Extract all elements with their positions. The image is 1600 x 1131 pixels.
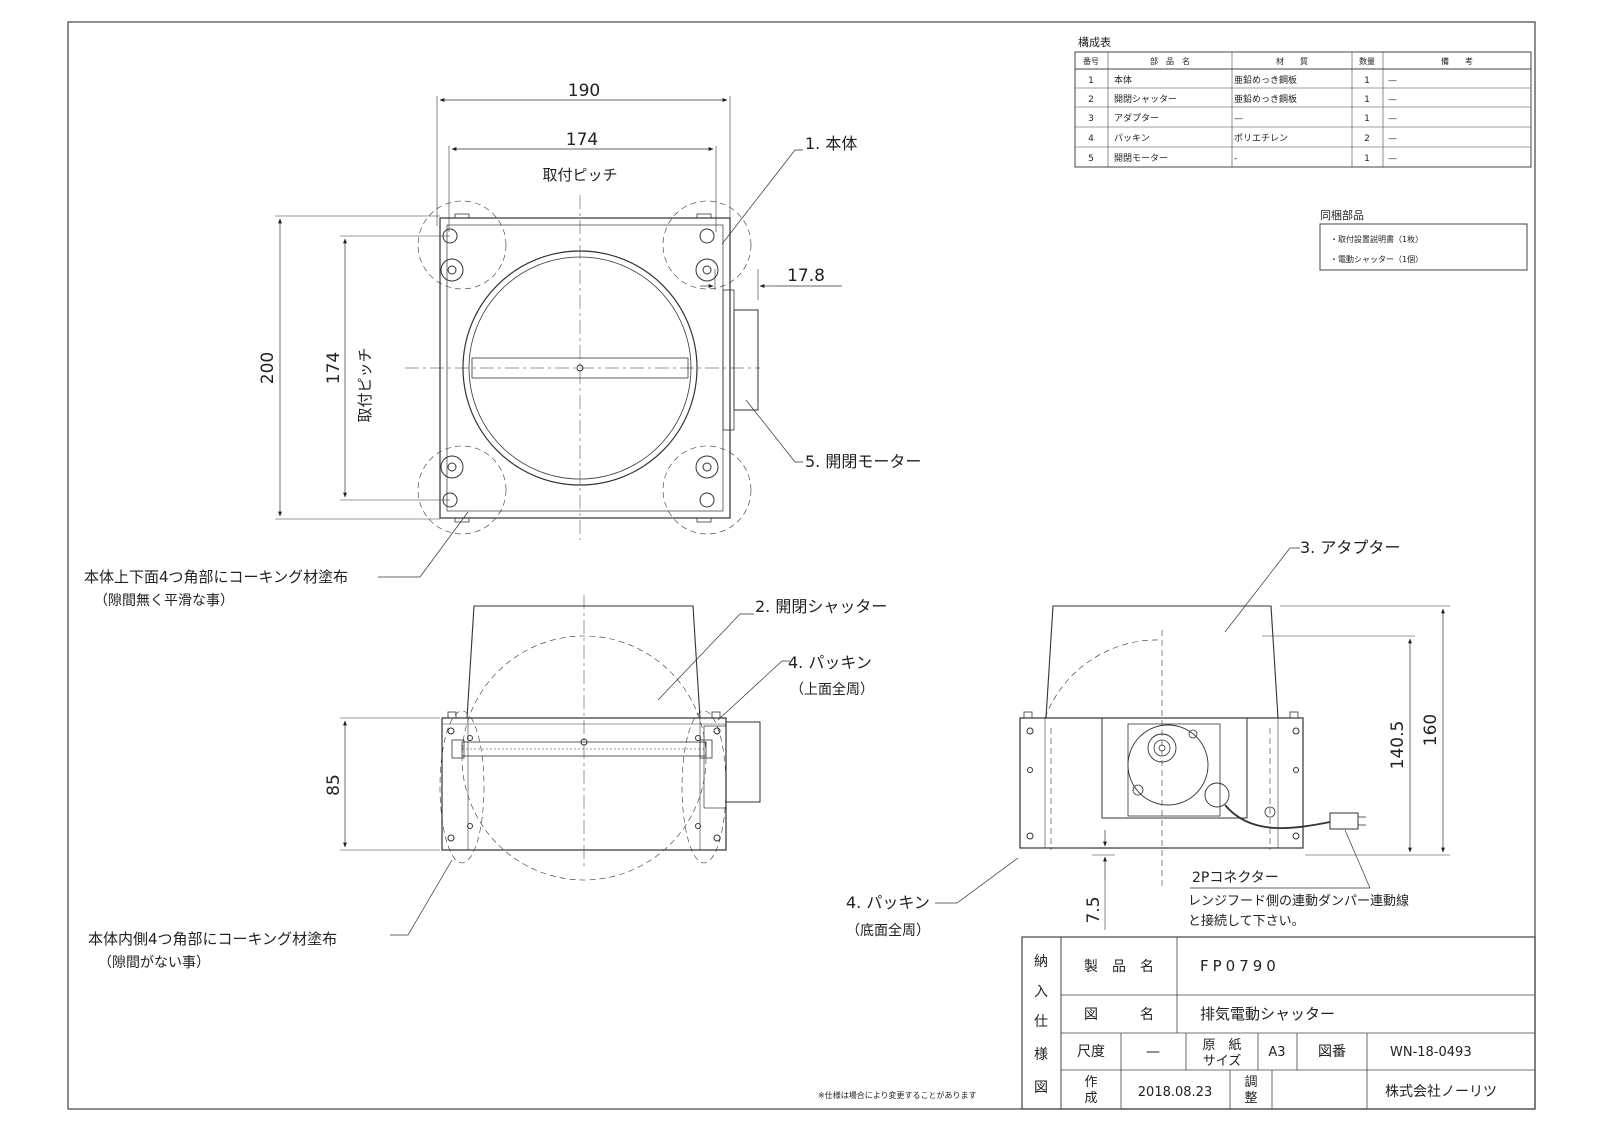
parts-row-material: — (1234, 114, 1243, 124)
title-block (1021, 936, 1536, 1110)
parts-header-note: 備 考 (1441, 56, 1473, 66)
note-caulk-inner: 本体内側4つ角部にコーキング材塗布 (88, 930, 337, 948)
paper-size-value: A3 (1268, 1045, 1285, 1060)
parts-row-note: — (1388, 154, 1397, 164)
title-vertical-char: 仕 (1034, 1014, 1048, 1030)
drawing-no-label: 図番 (1318, 1044, 1346, 1060)
dim-height-200: 200 (258, 352, 278, 384)
sheet-border (67, 21, 1536, 1110)
bundled-parts: 同梱部品 ・取付設置説明書（1枚） ・電動シャッター（1個） (1319, 208, 1528, 271)
dim-7-5: 7.5 (1084, 896, 1104, 923)
dim-140-5: 140.5 (1388, 721, 1408, 770)
parts-row-no: 5 (1088, 154, 1094, 164)
parts-header-name: 部 品 名 (1150, 56, 1190, 66)
label-packing-bottom: 4. パッキン (846, 893, 930, 912)
parts-row-name: 開閉モーター (1114, 153, 1168, 164)
dim-motor-17-8: 17.8 (787, 266, 825, 286)
parts-row-note: — (1388, 114, 1397, 124)
parts-row-name: パッキン (1114, 133, 1150, 144)
parts-header-material: 材 質 (1276, 56, 1308, 66)
parts-row-no: 2 (1088, 95, 1094, 105)
dim-height-85: 85 (324, 774, 344, 796)
label-shutter: 2. 開閉シャッター (755, 597, 887, 616)
made-label: 成 (1084, 1091, 1097, 1106)
bundled-item: ・取付設置説明書（1枚） (1330, 234, 1423, 244)
parts-row-no: 1 (1088, 76, 1094, 86)
front-view-labels: 85 2. 開閉シャッター 4. パッキン （上面全周） 本体内側4つ角部にコー… (88, 597, 887, 971)
label-motor: 5. 開閉モーター (805, 452, 921, 471)
label-adapter: 3. アタプター (1300, 538, 1400, 557)
company-name: 株式会社ノーリツ (1385, 1084, 1497, 1100)
side-view-labels: 3. アタプター 140.5 160 7.5 4. パッキン （底面全周） 2P… (846, 538, 1441, 939)
parts-row-material: 亜鉛めっき鋼板 (1234, 74, 1297, 86)
parts-row-no: 4 (1088, 134, 1094, 144)
paper-size-label: 原 紙 (1202, 1038, 1241, 1053)
parts-row-note: — (1388, 95, 1397, 105)
parts-row-note: — (1388, 134, 1397, 144)
parts-row-qty: 1 (1364, 95, 1370, 105)
parts-row-qty: 1 (1364, 114, 1370, 124)
parts-row-note: — (1388, 76, 1397, 86)
connector-title: 2Pコネクター (1192, 870, 1279, 886)
made-label: 作 (1084, 1075, 1097, 1090)
parts-row-name: 開閉シャッター (1114, 94, 1177, 105)
parts-row-material: 亜鉛めっき鋼板 (1234, 93, 1297, 105)
paper-size-label: サイズ (1203, 1053, 1242, 1069)
parts-row-qty: 1 (1364, 154, 1370, 164)
label-packing-top-sub: （上面全周） (790, 681, 874, 698)
dim-pitch-174-vertical: 174 (324, 352, 344, 384)
top-view (275, 96, 842, 578)
parts-row-qty: 1 (1364, 76, 1370, 86)
note-caulk-top-sub: （隙間無く平滑な事） (94, 592, 234, 609)
parts-table: 構成表 番号 部 品 名 材 質 数量 備 考 1 本体 亜鉛めっき鋼板 1 —… (1074, 35, 1532, 168)
top-view-labels: 190 174 取付ピッチ 200 174 取付ピッチ 17.8 1. 本体 5… (84, 81, 921, 609)
connector-note-2: と接続して下さい。 (1188, 913, 1305, 929)
adjust-label: 整 (1244, 1091, 1257, 1106)
drawing-name: 排気電動シャッター (1200, 1005, 1335, 1023)
note-caulk-top: 本体上下面4つ角部にコーキング材塗布 (84, 568, 348, 586)
dim-160: 160 (1421, 714, 1441, 746)
dim-pitch-174: 174 (566, 130, 598, 150)
label-packing-bottom-sub: （底面全周） (846, 922, 930, 939)
title-block-text: 納 入 仕 様 図 製 品 名 FP0790 図 名 排気電動シャッター 尺度 … (1034, 954, 1497, 1106)
scale-value: — (1146, 1044, 1160, 1060)
scale-label: 尺度 (1077, 1044, 1105, 1060)
parts-table-title: 構成表 (1078, 35, 1111, 49)
drawing-name-label: 図 名 (1084, 1007, 1154, 1023)
footnote: ※仕様は場合により変更することがあります (818, 1090, 977, 1100)
note-caulk-inner-sub: （隙間がない事） (98, 955, 210, 971)
parts-row-name: 本体 (1114, 74, 1132, 86)
label-body: 1. 本体 (805, 134, 857, 153)
drawing-no: WN-18-0493 (1390, 1045, 1472, 1060)
product-name: FP0790 (1200, 957, 1280, 975)
label-packing-top: 4. パッキン (788, 653, 872, 672)
bundled-item: ・電動シャッター（1個） (1330, 254, 1423, 264)
product-name-label: 製 品 名 (1084, 959, 1154, 975)
title-vertical-char: 図 (1034, 1080, 1048, 1096)
parts-header-qty: 数量 (1359, 56, 1375, 66)
connector-note-1: レンジフード側の連動ダンパー連動線 (1188, 893, 1409, 909)
dim-width-190: 190 (568, 81, 600, 101)
title-vertical-char: 納 (1034, 954, 1048, 970)
front-view (340, 595, 790, 936)
parts-row-material: - (1234, 154, 1237, 164)
parts-header-no: 番号 (1083, 56, 1099, 66)
parts-row-no: 3 (1088, 114, 1094, 124)
adjust-label: 調 (1244, 1075, 1257, 1090)
made-date: 2018.08.23 (1138, 1085, 1212, 1100)
title-vertical-char: 入 (1034, 984, 1048, 1000)
parts-row-qty: 2 (1364, 134, 1370, 144)
pitch-label-vertical: 取付ピッチ (356, 347, 374, 422)
pitch-label-horizontal: 取付ピッチ (542, 166, 617, 184)
bundled-title: 同梱部品 (1320, 208, 1364, 222)
parts-row-name: アダプター (1114, 112, 1159, 124)
parts-row-material: ポリエチレン (1234, 133, 1288, 144)
title-vertical-char: 様 (1034, 1047, 1048, 1063)
side-view (935, 547, 1450, 930)
